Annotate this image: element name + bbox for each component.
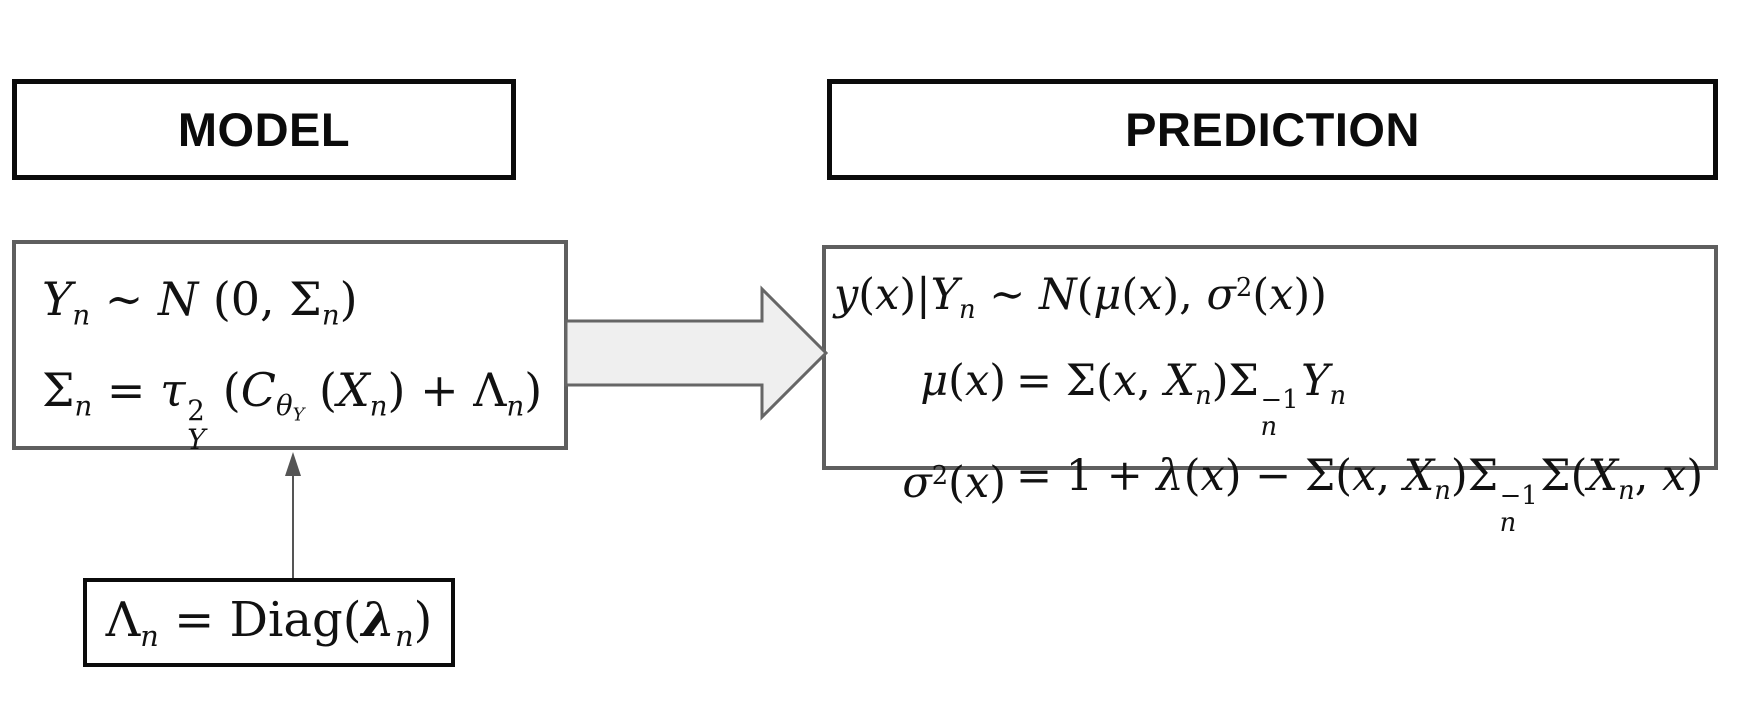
model-title-box: MODEL: [12, 79, 516, 180]
prediction-variance-lhs: σ2(x): [902, 458, 1006, 509]
model-to-prediction-arrow-icon: [564, 285, 829, 421]
lambda-to-model-arrow-icon: [285, 452, 301, 579]
prediction-mean-lhs: μ(x): [920, 355, 1006, 406]
lambda-definition-box: Λn = Diag(λn): [83, 578, 455, 667]
prediction-equations-box: y(x)|Yn ∼ N(μ(x), σ2(x)) μ(x) = Σ(x, Xn)…: [822, 245, 1718, 536]
model-equation-prior: Yn ∼ N (0, Σn): [42, 272, 358, 332]
lambda-equation: Λn = Diag(λn): [105, 591, 433, 654]
prediction-title-box: PREDICTION: [827, 79, 1718, 180]
model-title-label: MODEL: [177, 103, 351, 156]
prediction-equation-posterior: y(x)|Yn ∼ N(μ(x), σ2(x)): [834, 269, 1327, 325]
prediction-title-label: PREDICTION: [1125, 103, 1420, 156]
